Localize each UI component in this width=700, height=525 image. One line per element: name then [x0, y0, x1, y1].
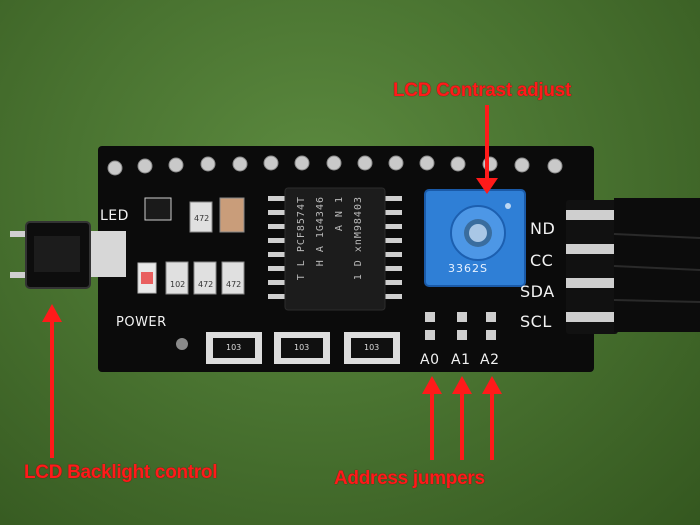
backlight-annotation: LCD Backlight control: [24, 462, 218, 483]
chip-line-1: T L PCF8574T: [296, 196, 307, 281]
resistor-code: 472: [226, 280, 242, 289]
a2-label: A2: [480, 352, 500, 368]
chip-line-2: H A 1G4346: [315, 196, 326, 267]
bottom-resistors: [206, 332, 400, 364]
resistor-code: 103: [226, 343, 242, 352]
contrast-annotation: LCD Contrast adjust: [393, 80, 571, 101]
power-label: POWER: [116, 315, 167, 330]
address-pads: [425, 312, 496, 340]
power-led: [137, 262, 157, 294]
contrast-potentiometer: [424, 189, 526, 287]
vcc-label: CC: [530, 251, 554, 270]
a1-label: A1: [451, 352, 471, 368]
a0-label: A0: [420, 352, 440, 368]
resistor-code: 103: [364, 343, 380, 352]
resistor-code: 472: [194, 214, 210, 223]
led-label: LED: [100, 208, 129, 224]
gnd-label: ND: [530, 219, 556, 238]
resistor-code: 102: [170, 280, 186, 289]
backlight-jumper: [10, 221, 126, 289]
smd-parts: [144, 197, 245, 295]
annotation-arrows: [42, 105, 502, 460]
resistor-code: 103: [294, 343, 310, 352]
mounting-hole: [176, 338, 188, 350]
scl-label: SCL: [520, 312, 552, 331]
pot-code: 3362S: [448, 262, 488, 275]
i2c-connector: [566, 198, 700, 334]
chip-line-3: A N 1: [334, 196, 345, 232]
pcf8574-chip: [268, 187, 402, 311]
address-annotation: Address jumpers: [334, 468, 485, 489]
chip-line-4: 1 D xnM98403: [353, 196, 364, 281]
resistor-code: 472: [198, 280, 214, 289]
sda-label: SDA: [520, 282, 555, 301]
